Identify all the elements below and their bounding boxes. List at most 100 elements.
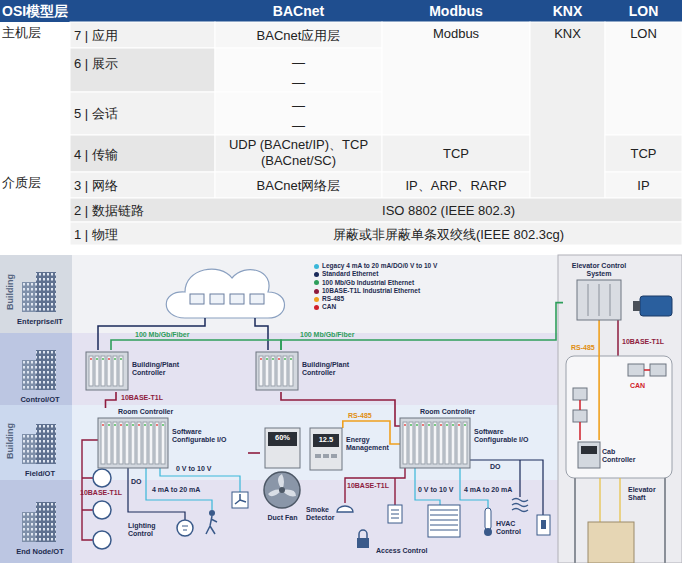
legend-swatch <box>314 264 319 269</box>
art-path <box>512 499 528 512</box>
connector-label: RS-485 <box>571 344 595 352</box>
connector <box>248 452 260 454</box>
art-rect <box>215 135 382 172</box>
node-text: Room Controller <box>118 408 208 416</box>
art-rect <box>70 172 215 198</box>
connector <box>281 303 563 350</box>
art-circle <box>93 531 111 549</box>
legend-row: CAN <box>314 303 437 311</box>
legend-text: Standard Ethernet <box>322 270 378 277</box>
art-rect <box>382 172 530 198</box>
art-rect <box>485 508 491 530</box>
legend-text: 100 Mb/Gb Industrial Ethernet <box>322 279 414 286</box>
art-rect <box>382 22 530 135</box>
art-rect <box>0 255 558 333</box>
art-rect <box>190 294 204 304</box>
connector <box>598 320 600 440</box>
table-cell: — <box>215 55 382 71</box>
art-rect <box>605 172 682 198</box>
node-text: Room Controller <box>420 408 510 416</box>
art-rect <box>640 296 672 316</box>
art-rect <box>573 388 587 400</box>
legend-text: RS-485 <box>322 295 344 302</box>
art-use <box>22 350 56 390</box>
diagram-label: 4 mA to 20 mA <box>152 486 200 494</box>
device-node: Building/Plant Controller <box>256 350 356 392</box>
art-rect <box>70 135 215 172</box>
legend-swatch <box>314 305 319 310</box>
art-rect <box>573 410 587 422</box>
device-node: Cab Controller <box>578 440 642 470</box>
diagram-label: Control/OT <box>8 396 72 405</box>
diagram-label: DO <box>490 463 501 471</box>
table-cell: IP <box>605 178 682 194</box>
art-rect <box>0 405 72 480</box>
art-circle <box>93 501 111 519</box>
art-rect <box>70 222 682 245</box>
art-path <box>580 370 650 440</box>
art-path <box>345 467 405 505</box>
art-rect <box>70 48 215 92</box>
legend-swatch <box>314 289 319 294</box>
table-cell: LON <box>605 3 682 19</box>
table-cell: — <box>215 118 382 134</box>
device-node: Building/Plant Controller <box>86 350 186 392</box>
art-rect <box>0 0 682 22</box>
art-rect <box>210 294 224 304</box>
art-path <box>235 494 246 504</box>
connector-label: 100 Mb/Gb/Fiber <box>300 331 354 339</box>
table-cell: 3 | 网络 <box>74 178 214 194</box>
diagram-label: Field/OT <box>8 470 72 479</box>
table-cell: KNX <box>530 3 605 19</box>
node-text: 12.5 <box>314 436 338 445</box>
art-rect <box>530 22 605 198</box>
diagram-label: HVAC Control <box>496 520 528 536</box>
art-rect <box>541 520 546 529</box>
legend-text: 10BASE-T1L Industrial Ethernet <box>322 287 420 294</box>
art-circle <box>209 510 215 516</box>
diagram-label: 0 V to 10 V <box>418 486 453 494</box>
art-rect <box>0 333 72 405</box>
legend-row: 100 Mb/Gb Industrial Ethernet <box>314 279 437 287</box>
diagram-label: 10BASE-T1L <box>347 482 389 490</box>
table-cell: 5 | 会话 <box>74 106 214 122</box>
table-cell: 7 | 应用 <box>74 28 214 44</box>
art-path <box>146 467 212 510</box>
art-rect <box>382 135 530 172</box>
art-path <box>600 478 620 522</box>
art-rect <box>70 22 215 48</box>
art-path <box>617 320 619 356</box>
diagram-label: Lighting Control <box>128 522 166 538</box>
node-text: Cab Controller <box>602 448 642 464</box>
table-cell: TCP <box>382 146 530 162</box>
art-rect <box>605 135 682 172</box>
device-node: Room ControllerSoftware Configurable I/O <box>400 408 550 468</box>
node-text: Software Configurable I/O <box>172 428 246 444</box>
device-art <box>260 428 305 528</box>
diagram-label: 10BASE-T1L <box>80 489 122 497</box>
node-text: Duct Fan <box>260 514 305 522</box>
art-rect <box>0 405 558 480</box>
diagram-label: End Node/OT <box>8 548 72 557</box>
table-cell: BACnet应用层 <box>215 28 382 44</box>
art-rect <box>215 172 382 198</box>
art-rect <box>215 92 382 135</box>
art-rect <box>428 505 460 537</box>
table-cell: 主机层 <box>2 25 68 41</box>
art-rect <box>566 356 672 478</box>
connector-label: 10BASE-T1L <box>121 394 163 402</box>
legend-row: 10BASE-T1L Industrial Ethernet <box>314 287 437 295</box>
table-cell: TCP <box>605 146 682 162</box>
legend-row: RS-485 <box>314 295 437 303</box>
art-rect <box>650 364 666 376</box>
table-cell: BACnet <box>215 3 382 19</box>
art-path <box>182 526 188 530</box>
art-use <box>22 272 56 312</box>
table-cell: LON <box>605 26 682 42</box>
table-cell: IP、ARP、RARP <box>382 178 530 194</box>
art-path <box>166 269 284 318</box>
table-cell: 6 | 展示 <box>74 56 214 72</box>
connector <box>281 392 400 426</box>
table-cell: 2 | 数据链路 <box>74 203 214 219</box>
device-node: Elevator Control System <box>563 262 635 320</box>
